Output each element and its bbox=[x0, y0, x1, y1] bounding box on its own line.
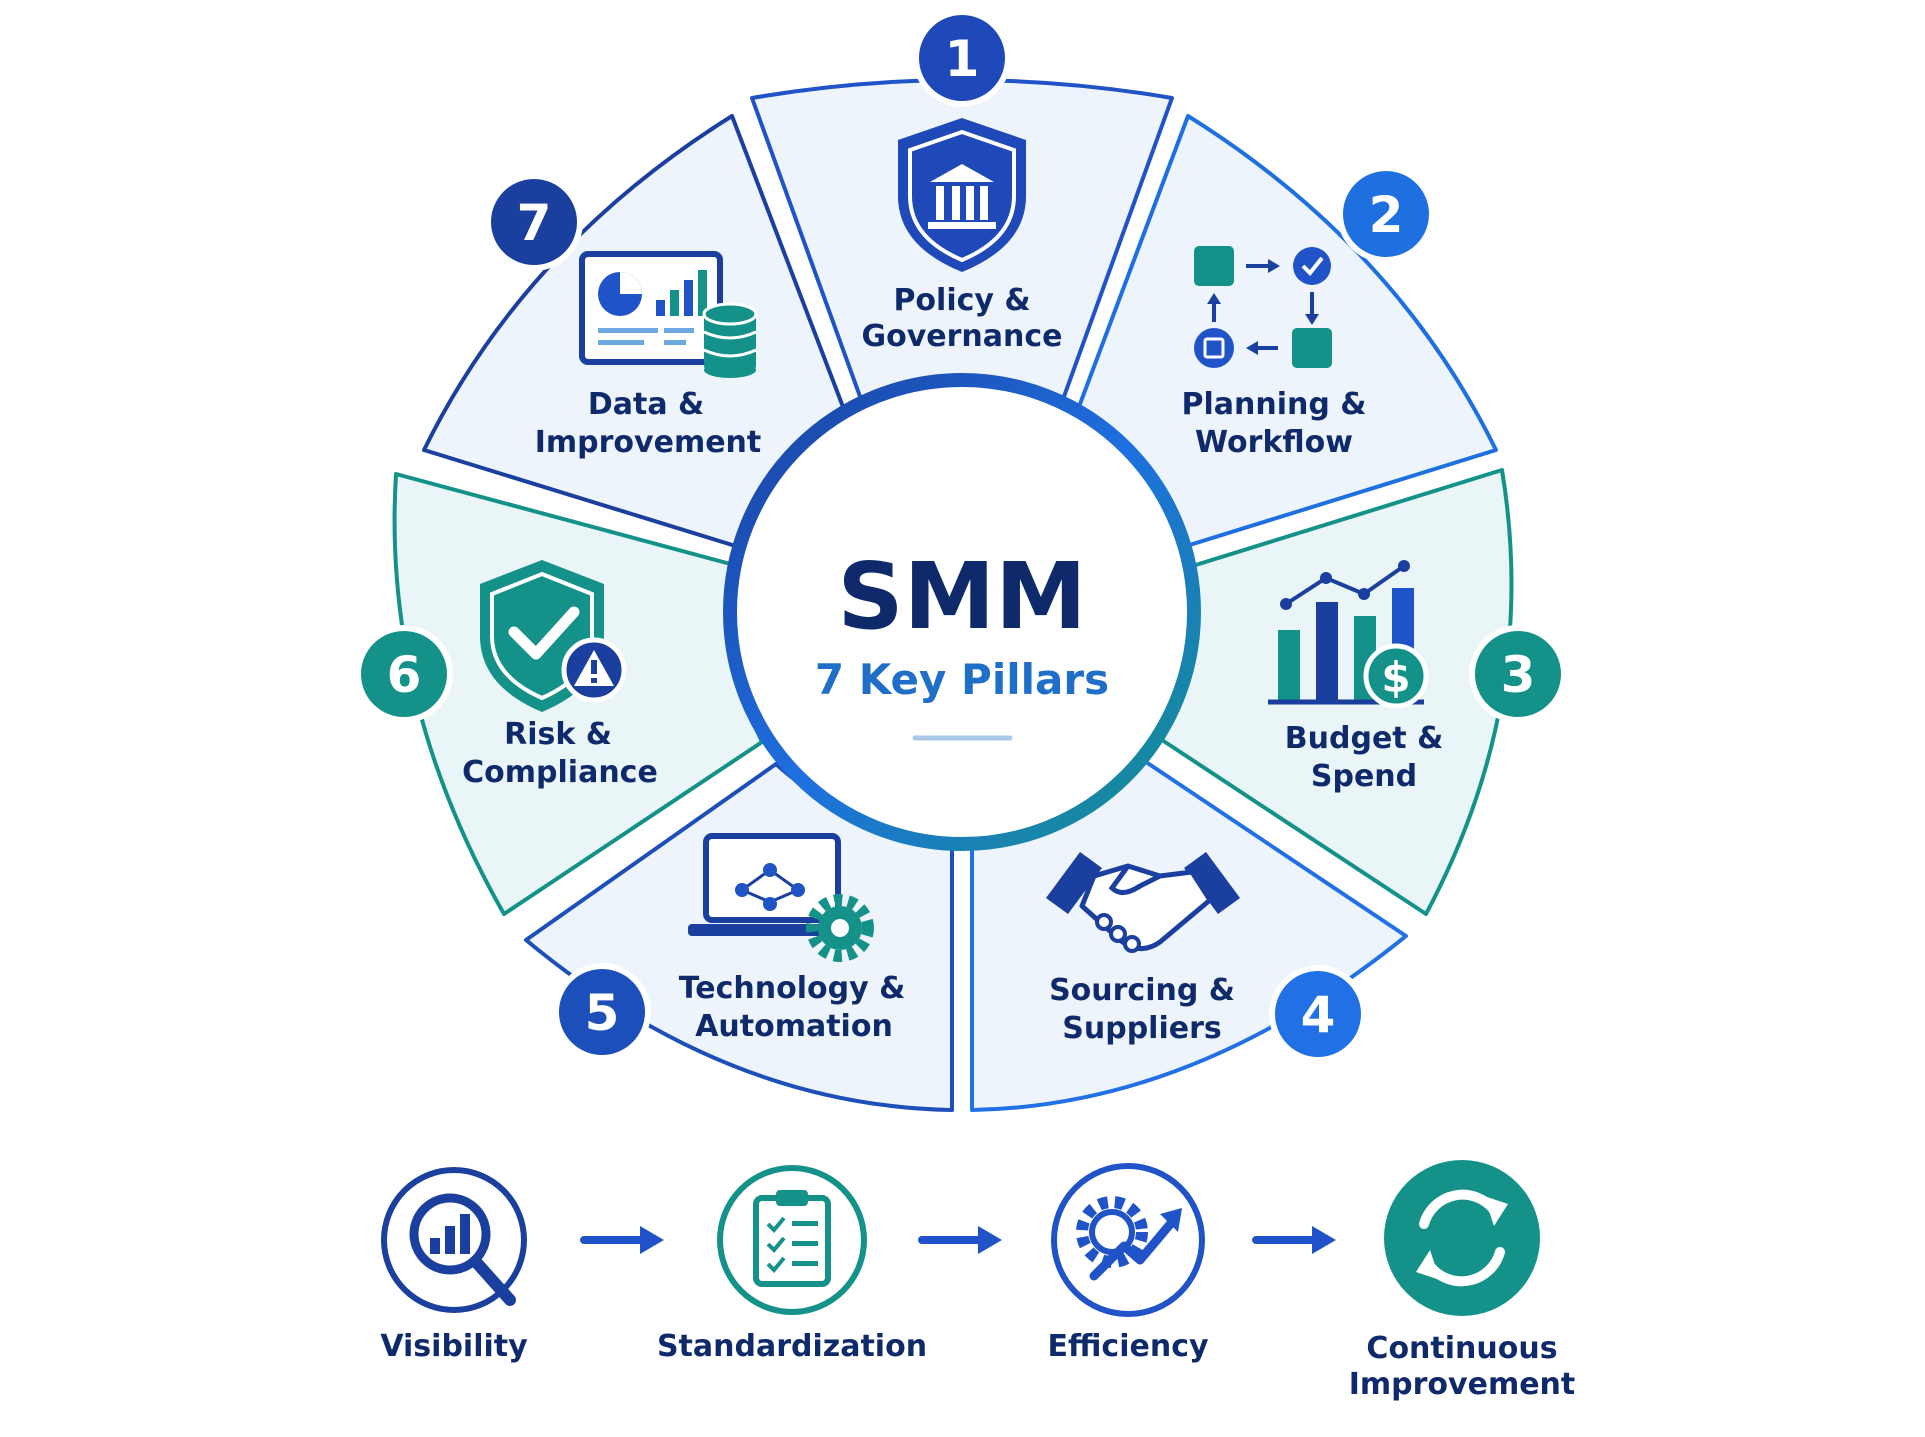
pillar-labels: Policy & Governance Planning & Workflow … bbox=[462, 283, 1443, 1046]
clipboard-checklist-icon bbox=[717, 1165, 867, 1315]
pillar-label-1-line1: Policy & bbox=[893, 283, 1030, 318]
pillar-badge-1 bbox=[913, 9, 1011, 107]
pillar-badge-5 bbox=[553, 963, 651, 1061]
pillar-label-2-line1: Planning & bbox=[1182, 387, 1367, 422]
shield-check-warning-icon bbox=[480, 560, 627, 712]
pillar-label-4-line2: Suppliers bbox=[1062, 1011, 1221, 1046]
center-title: SMM bbox=[837, 543, 1086, 650]
pillar-label-3-line2: Spend bbox=[1311, 759, 1417, 794]
outcome-label-visibility: Visibility bbox=[380, 1329, 528, 1364]
center-hub: SMM 7 Key Pillars bbox=[723, 373, 1201, 851]
pillar-label-5-line2: Automation bbox=[695, 1009, 893, 1044]
outcomes-row: Visibility Standardization bbox=[380, 1160, 1575, 1402]
pillar-number-4: 4 bbox=[1301, 986, 1336, 1044]
pillar-number-1: 1 bbox=[945, 30, 980, 88]
pillar-number-6: 6 bbox=[387, 646, 422, 704]
pillar-badge-4 bbox=[1269, 965, 1367, 1063]
center-ring bbox=[723, 373, 1201, 851]
pillar-label-5-line1: Technology & bbox=[679, 971, 905, 1006]
svg-text:$: $ bbox=[1381, 653, 1410, 702]
pillar-label-7-line1: Data & bbox=[588, 387, 704, 422]
outcome-label-efficiency: Efficiency bbox=[1047, 1329, 1209, 1364]
pillar-label-1-line2: Governance bbox=[861, 319, 1062, 354]
gear-trend-icon bbox=[1051, 1163, 1205, 1317]
pillar-badge-2 bbox=[1337, 165, 1435, 263]
pillar-badge-7 bbox=[485, 173, 583, 271]
workflow-icon bbox=[1194, 246, 1332, 368]
pillar-number-5: 5 bbox=[585, 984, 620, 1042]
arrow-right-icon bbox=[1252, 1226, 1336, 1254]
pillar-number-3: 3 bbox=[1501, 646, 1536, 704]
outcome-label-improvement: Improvement bbox=[1349, 1367, 1576, 1402]
cycle-arrows-icon bbox=[1384, 1160, 1540, 1316]
pillar-number-badges: 1 2 3 4 5 6 7 bbox=[355, 9, 1567, 1063]
arrow-right-icon bbox=[580, 1226, 664, 1254]
pillar-label-7-line2: Improvement bbox=[535, 425, 762, 460]
pillar-number-7: 7 bbox=[517, 194, 552, 252]
pillar-label-2-line2: Workflow bbox=[1195, 425, 1353, 460]
center-subtitle: 7 Key Pillars bbox=[815, 655, 1109, 704]
pillar-label-4-line1: Sourcing & bbox=[1049, 973, 1235, 1008]
pillar-badge-6 bbox=[355, 625, 453, 723]
pillar-number-2: 2 bbox=[1369, 186, 1404, 244]
outcome-label-continuous: Continuous bbox=[1366, 1331, 1557, 1366]
arrow-right-icon bbox=[918, 1226, 1002, 1254]
pillar-label-6-line2: Compliance bbox=[462, 755, 658, 790]
shield-bank-icon bbox=[898, 118, 1026, 272]
outcome-label-standardization: Standardization bbox=[657, 1329, 927, 1364]
handshake-icon bbox=[1046, 852, 1240, 953]
dashboard-database-icon bbox=[579, 251, 758, 378]
pillar-label-6-line1: Risk & bbox=[504, 717, 612, 752]
pillar-label-3-line1: Budget & bbox=[1285, 721, 1443, 756]
laptop-gear-icon bbox=[688, 833, 874, 962]
pillar-badge-3 bbox=[1469, 625, 1567, 723]
magnifier-chart-icon bbox=[381, 1167, 527, 1313]
budget-chart-icon: $ bbox=[1268, 560, 1429, 709]
